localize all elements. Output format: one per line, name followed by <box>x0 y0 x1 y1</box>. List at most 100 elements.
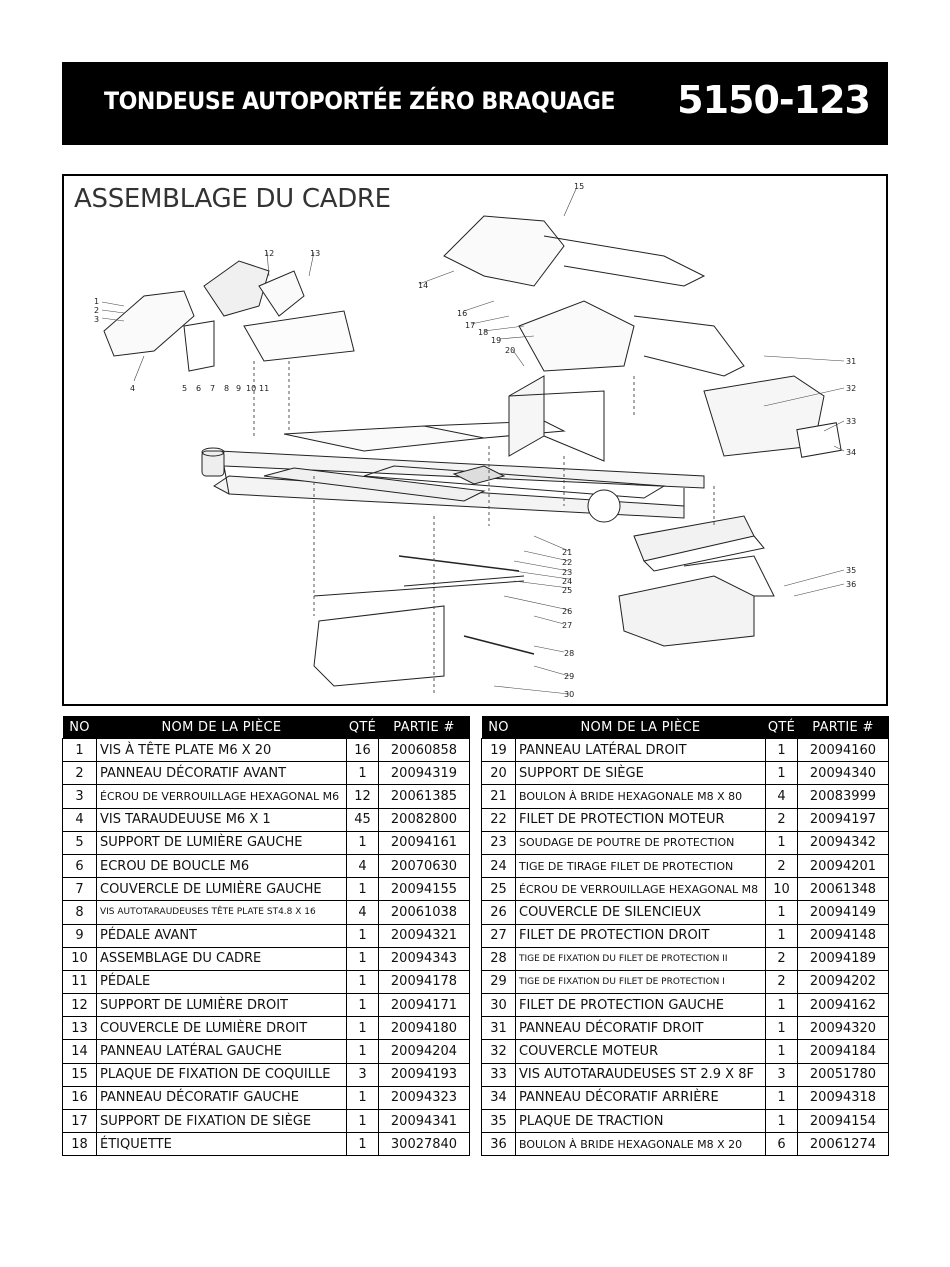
part-number-index: 15 <box>62 1062 97 1087</box>
svg-text:27: 27 <box>562 621 572 630</box>
part-name: FILET DE PROTECTION MOTEUR <box>515 807 766 832</box>
part-code: 20094202 <box>797 969 889 995</box>
svg-text:36: 36 <box>846 580 856 589</box>
part-name: SUPPORT DE FIXATION DE SIÈGE <box>96 1108 347 1134</box>
part-quantity: 1 <box>346 1039 379 1064</box>
part-code: 20094340 <box>797 761 889 786</box>
part-name: ÉCROU DE VERROUILLAGE HEXAGONAL M6 <box>96 784 347 809</box>
svg-text:12: 12 <box>264 249 274 258</box>
part-quantity: 2 <box>765 969 798 995</box>
svg-text:2: 2 <box>94 306 99 315</box>
svg-text:17: 17 <box>465 321 475 330</box>
column-header-no: NO <box>62 716 97 739</box>
svg-text:9: 9 <box>236 384 241 393</box>
svg-text:11: 11 <box>259 384 269 393</box>
column-header-no: NO <box>481 716 516 739</box>
part-name: SUPPORT DE SIÈGE <box>515 761 766 786</box>
part-quantity: 16 <box>346 737 379 763</box>
part-quantity: 3 <box>346 1062 379 1087</box>
part-name: BOULON À BRIDE HEXAGONALE M8 X 80 <box>515 784 766 809</box>
part-code: 20094320 <box>797 1016 889 1041</box>
part-number-index: 26 <box>481 900 516 925</box>
part-quantity: 12 <box>346 784 379 809</box>
svg-text:21: 21 <box>562 548 572 557</box>
part-code: 30027840 <box>378 1132 470 1157</box>
part-quantity: 1 <box>346 993 379 1018</box>
part-number-index: 10 <box>62 946 97 971</box>
part-name: TIGE DE FIXATION DU FILET DE PROTECTION … <box>515 969 766 995</box>
svg-text:10: 10 <box>246 384 256 393</box>
diagram-title: ASSEMBLAGE DU CADRE <box>74 184 391 214</box>
part-name: PANNEAU DÉCORATIF AVANT <box>96 761 347 786</box>
svg-text:13: 13 <box>310 249 320 258</box>
part-quantity: 45 <box>346 807 379 832</box>
svg-text:4: 4 <box>130 384 135 393</box>
svg-text:33: 33 <box>846 417 856 426</box>
part-number-index: 27 <box>481 923 516 948</box>
part-quantity: 1 <box>346 969 379 995</box>
part-quantity: 1 <box>765 761 798 786</box>
part-quantity: 6 <box>765 1132 798 1157</box>
part-name: PLAQUE DE FIXATION DE COQUILLE <box>96 1062 347 1087</box>
part-name: PÉDALE AVANT <box>96 923 347 948</box>
svg-text:23: 23 <box>562 568 572 577</box>
part-quantity: 1 <box>346 830 379 855</box>
svg-text:20: 20 <box>505 346 515 355</box>
part-quantity: 1 <box>765 1085 798 1111</box>
part-quantity: 4 <box>346 900 379 925</box>
svg-text:30: 30 <box>564 690 574 699</box>
svg-text:28: 28 <box>564 649 574 658</box>
part-code: 20061274 <box>797 1132 889 1157</box>
svg-text:16: 16 <box>457 309 467 318</box>
part-code: 20082800 <box>378 807 470 832</box>
part-quantity: 3 <box>765 1062 798 1087</box>
svg-text:18: 18 <box>478 328 488 337</box>
part-name: FILET DE PROTECTION DROIT <box>515 923 766 948</box>
part-code: 20094321 <box>378 923 470 948</box>
svg-text:31: 31 <box>846 357 856 366</box>
part-name: FILET DE PROTECTION GAUCHE <box>515 993 766 1018</box>
part-number-index: 12 <box>62 993 97 1018</box>
part-code: 20061348 <box>797 877 889 902</box>
part-number-index: 18 <box>62 1132 97 1157</box>
part-code: 20094341 <box>378 1108 470 1134</box>
part-name: PLAQUE DE TRACTION <box>515 1108 766 1134</box>
part-code: 20094204 <box>378 1039 470 1064</box>
svg-text:22: 22 <box>562 558 572 567</box>
column-header-part: PARTIE # <box>378 716 470 739</box>
part-code: 20094319 <box>378 761 470 786</box>
part-quantity: 1 <box>346 761 379 786</box>
svg-text:7: 7 <box>210 384 215 393</box>
part-number-index: 19 <box>481 737 516 763</box>
part-code: 20094342 <box>797 830 889 855</box>
part-name: PÉDALE <box>96 969 347 995</box>
svg-text:32: 32 <box>846 384 856 393</box>
svg-text:24: 24 <box>562 577 572 586</box>
svg-text:35: 35 <box>846 566 856 575</box>
part-number-index: 17 <box>62 1108 97 1134</box>
part-number-index: 36 <box>481 1132 516 1157</box>
part-number-index: 5 <box>62 830 97 855</box>
part-name: VIS TARAUDEUUSE M6 X 1 <box>96 807 347 832</box>
part-number-index: 30 <box>481 993 516 1018</box>
part-quantity: 1 <box>765 830 798 855</box>
part-name: PANNEAU LATÉRAL DROIT <box>515 737 766 763</box>
